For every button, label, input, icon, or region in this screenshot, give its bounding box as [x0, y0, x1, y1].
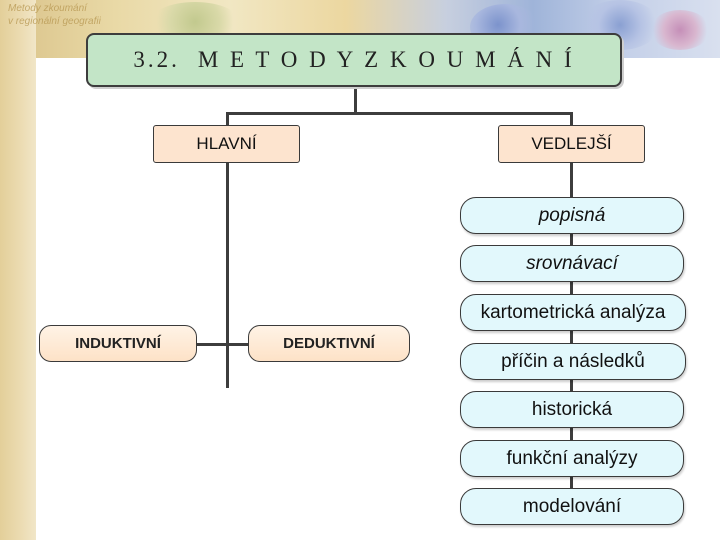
method-kartometricka: kartometrická analýza	[460, 294, 686, 331]
corner-caption-line-1: Metody zkoumání	[8, 2, 101, 15]
title-text: M E T O D Y Z K O U M Á N Í	[198, 47, 575, 73]
methods-bar	[196, 343, 248, 346]
method-modelovani: modelování	[460, 488, 684, 525]
method-pricin: příčin a následků	[460, 343, 686, 380]
diagram-title: 3.2. M E T O D Y Z K O U M Á N Í	[86, 33, 622, 87]
branch-bar	[226, 112, 573, 115]
hlavni-drop	[226, 112, 229, 125]
title-connector	[354, 89, 357, 114]
flower-decoration	[650, 10, 710, 50]
corner-caption-line-2: v regionální geografii	[8, 15, 101, 28]
method-funkcni: funkční analýzy	[460, 440, 684, 477]
method-historicka: historická	[460, 391, 684, 428]
decorative-strip	[0, 0, 36, 540]
vedlejsi-drop	[570, 112, 573, 125]
method-srovnavaci: srovnávací	[460, 245, 684, 282]
hlavni-trunk	[226, 163, 229, 388]
branch-main: HLAVNÍ	[153, 125, 300, 163]
method-inductive: INDUKTIVNÍ	[39, 325, 197, 362]
method-popisna: popisná	[460, 197, 684, 234]
branch-secondary: VEDLEJŠÍ	[498, 125, 645, 163]
method-deductive: DEDUKTIVNÍ	[248, 325, 410, 362]
title-number: 3.2.	[133, 47, 180, 73]
corner-caption: Metody zkoumání v regionální geografii	[8, 2, 101, 28]
